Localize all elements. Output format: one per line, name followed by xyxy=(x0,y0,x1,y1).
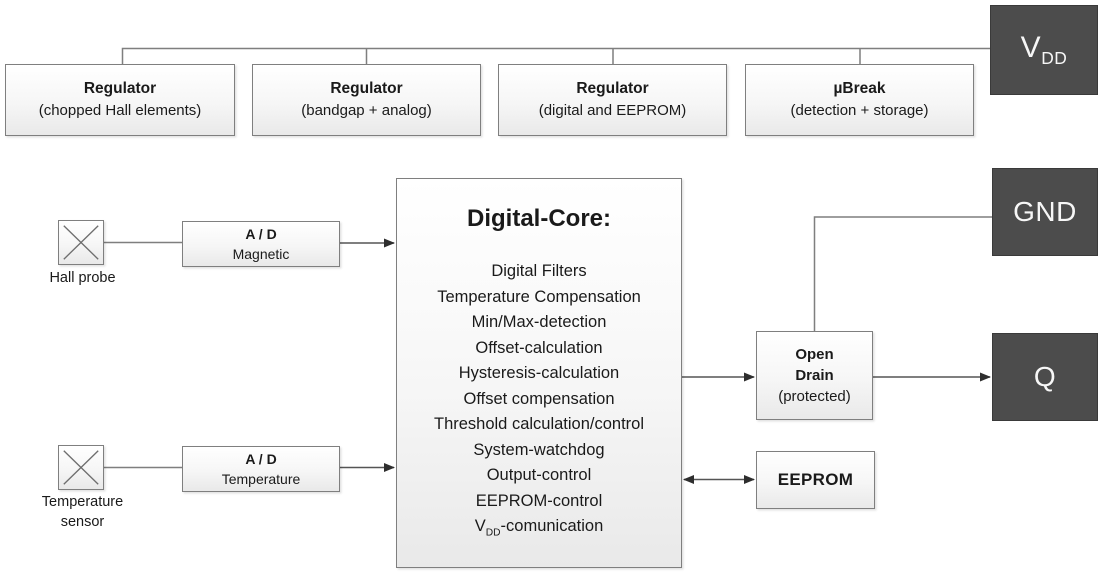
digital-core-block: Digital-Core: Digital Filters Temperatur… xyxy=(396,178,682,568)
core-function: Digital Filters xyxy=(491,262,587,280)
temperature-sensor-label: Temperature sensor xyxy=(41,494,124,530)
block-title: Regulator xyxy=(576,80,649,98)
adc-magnetic-block: A / D Magnetic xyxy=(182,221,340,267)
x-cross-icon xyxy=(63,450,99,485)
core-function-vdd-communication: VDD-comunication xyxy=(474,517,604,539)
core-function: Threshold calculation/control xyxy=(433,415,645,433)
core-function: Output-control xyxy=(486,466,592,484)
block-title: A / D xyxy=(245,225,277,242)
hall-probe-label: Hall probe xyxy=(49,270,116,286)
open-drain-to-gnd-line xyxy=(813,216,992,331)
block-title: Drain xyxy=(795,367,834,384)
digital-core-title: Digital-Core: xyxy=(467,205,611,232)
block-subtitle: (bandgap + analog) xyxy=(301,102,432,120)
regulator-digital-block: Regulator (digital and EEPROM) xyxy=(498,64,727,136)
hall-probe-symbol xyxy=(58,220,104,265)
regulator-hall-block: Regulator (chopped Hall elements) xyxy=(5,64,235,136)
core-function: Offset compensation xyxy=(463,389,615,408)
block-title: Regulator xyxy=(83,80,157,98)
block-title: µBreak xyxy=(833,80,886,98)
vdd-bus-line xyxy=(121,47,990,64)
block-title: A / D xyxy=(245,450,277,467)
core-function: Hysteresis-calculation xyxy=(458,364,620,382)
regulator-bandgap-block: Regulator (bandgap + analog) xyxy=(252,64,481,136)
core-function: Temperature Compensation xyxy=(437,287,641,306)
core-function: System-watchdog xyxy=(473,440,605,459)
gnd-pin: GND xyxy=(992,168,1098,256)
eeprom-label: EEPROM xyxy=(777,470,854,489)
core-function: EEPROM-control xyxy=(475,491,603,510)
block-subtitle: (protected) xyxy=(778,388,851,405)
q-pin: Q xyxy=(992,333,1098,421)
temperature-sensor-symbol xyxy=(58,445,104,490)
core-function: Offset-calculation xyxy=(475,338,603,357)
core-function: Min/Max-detection xyxy=(471,313,607,331)
x-cross-icon xyxy=(63,225,99,260)
ubreak-block: µBreak (detection + storage) xyxy=(745,64,974,136)
gnd-pin-label: GND xyxy=(1013,196,1077,227)
eeprom-block: EEPROM xyxy=(756,451,875,509)
q-pin-label: Q xyxy=(1033,361,1057,392)
vdd-pin: VDD xyxy=(990,5,1098,95)
block-subtitle: Magnetic xyxy=(232,246,290,262)
block-title: Open xyxy=(795,346,834,363)
block-title: Regulator xyxy=(330,80,403,98)
open-drain-block: Open Drain (protected) xyxy=(756,331,873,420)
block-subtitle: (chopped Hall elements) xyxy=(38,102,202,120)
block-subtitle: Temperature xyxy=(221,471,301,487)
block-subtitle: (digital and EEPROM) xyxy=(538,102,687,120)
vdd-pin-label: VDD xyxy=(1020,31,1068,68)
adc-temperature-block: A / D Temperature xyxy=(182,446,340,492)
block-subtitle: (detection + storage) xyxy=(790,102,929,120)
